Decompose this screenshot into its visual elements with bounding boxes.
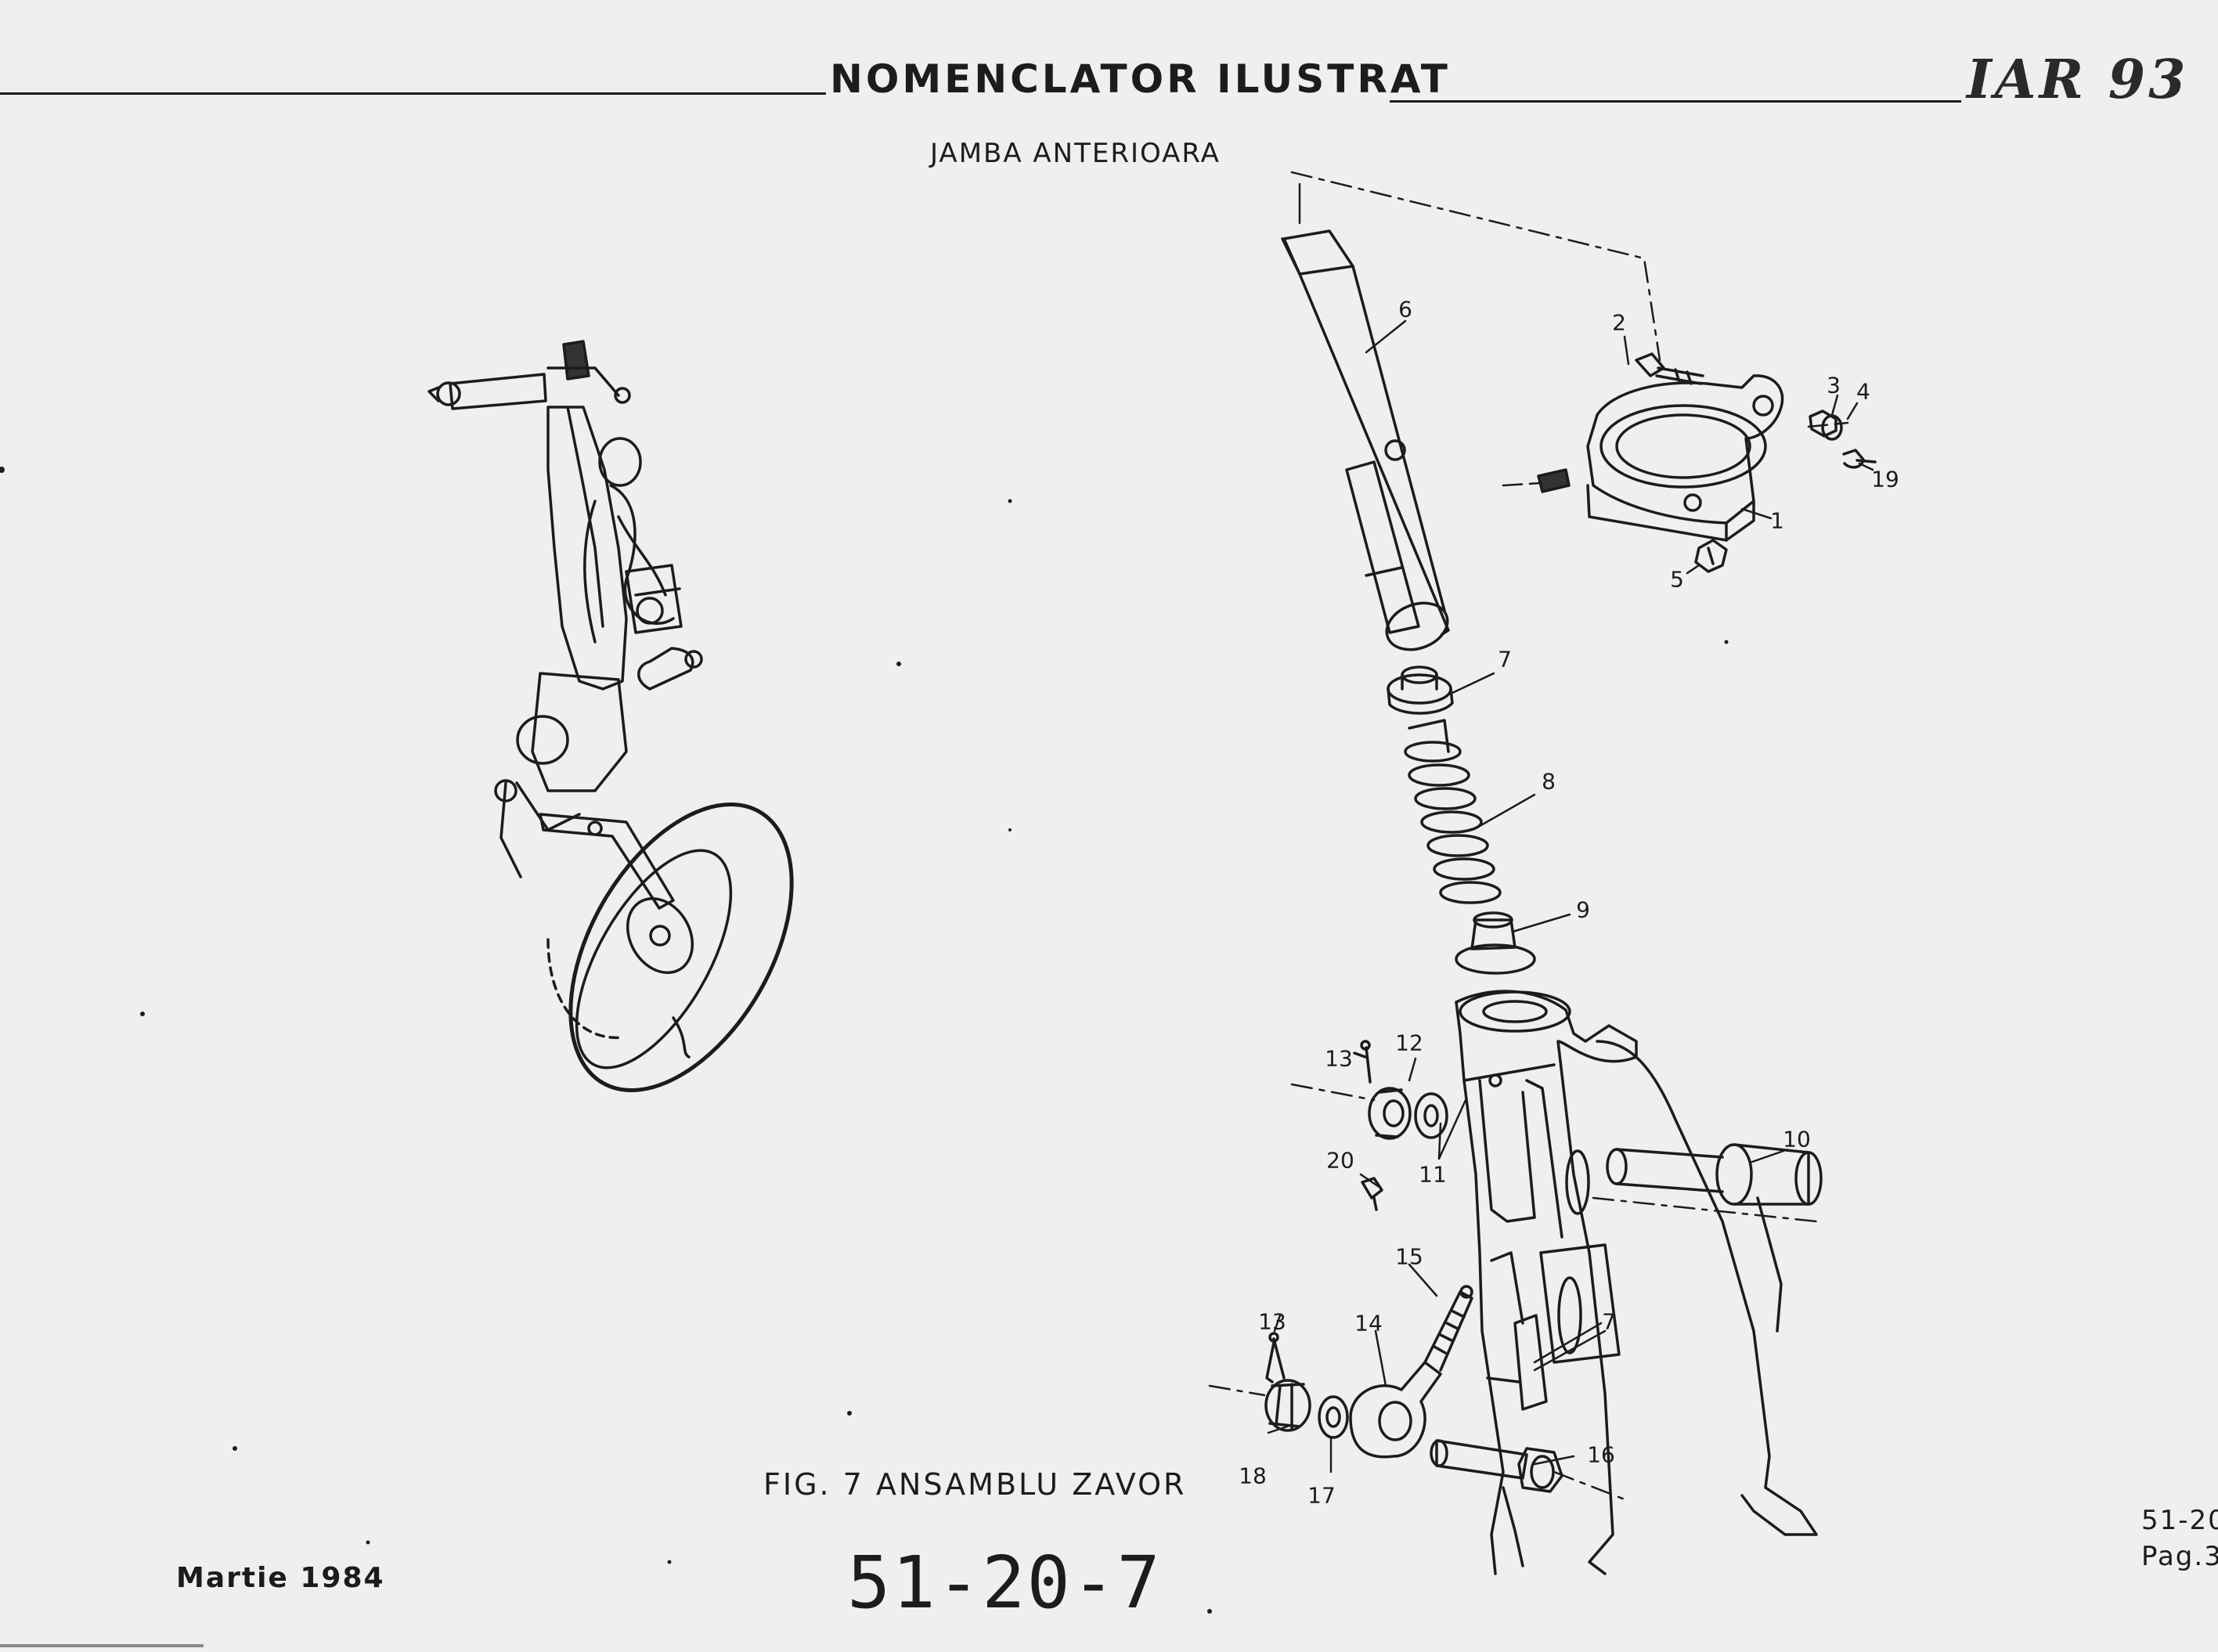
callout-20: 20 <box>1326 1147 1354 1174</box>
callout-13-upper: 13 <box>1325 1045 1353 1072</box>
figure-caption: FIG. 7 ANSAMBLU ZAVOR <box>763 1467 1187 1502</box>
callout-9: 9 <box>1576 896 1590 923</box>
callout-10: 10 <box>1783 1126 1811 1152</box>
callout-7-lower: 7 <box>1602 1308 1616 1335</box>
landing-gear-illustration-icon <box>427 340 794 1092</box>
callout-15: 15 <box>1395 1243 1423 1270</box>
iar-logo-icon: IAR 93 <box>1967 49 2189 111</box>
callout-1: 1 <box>1770 507 1784 534</box>
callout-17: 17 <box>1307 1482 1336 1509</box>
callout-14: 14 <box>1354 1310 1383 1336</box>
figure-number: 51-20-7 <box>847 1541 1162 1625</box>
callout-16: 16 <box>1587 1441 1615 1468</box>
callout-4: 4 <box>1856 378 1870 405</box>
callout-13-lower: 13 <box>1258 1308 1286 1335</box>
callout-12: 12 <box>1395 1030 1423 1056</box>
callout-7-upper: 7 <box>1498 646 1512 673</box>
latch-assembly-exploded-view-icon <box>1208 171 1877 1575</box>
header-rule-left <box>0 92 826 95</box>
margin-reference: 51-20 <box>2141 1505 2218 1536</box>
callout-19: 19 <box>1871 466 1899 492</box>
callout-2: 2 <box>1612 309 1626 336</box>
header-title: NOMENCLATOR ILUSTRAT <box>830 56 1451 102</box>
page-subtitle: JAMBA ANTERIOARA <box>930 138 1221 169</box>
callout-8: 8 <box>1542 768 1556 795</box>
callout-5: 5 <box>1670 566 1684 593</box>
margin-page-number: Pag.3 <box>2141 1541 2218 1572</box>
publication-date: Martie 1984 <box>176 1562 385 1594</box>
scan-bottom-edge <box>0 1644 204 1647</box>
scan-artifacts <box>0 467 1729 1614</box>
callout-3: 3 <box>1827 372 1841 399</box>
callout-11: 11 <box>1419 1161 1447 1188</box>
header-rule-right <box>1390 100 1961 103</box>
callout-18: 18 <box>1239 1463 1267 1489</box>
callout-6: 6 <box>1398 296 1412 323</box>
